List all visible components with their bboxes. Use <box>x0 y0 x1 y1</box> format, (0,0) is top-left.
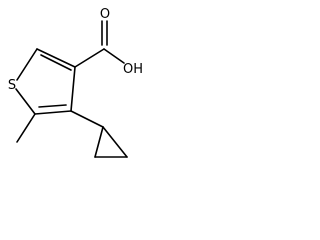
atom-label-sulfur: S <box>8 78 16 93</box>
bond-c5-s <box>15 88 36 115</box>
bond-c4-c5-double <box>38 104 67 108</box>
bond-cyclopropyl-c <box>102 126 128 158</box>
bond-c-oh <box>103 48 125 64</box>
bond-c4-c5 <box>34 110 72 115</box>
bond-c3-c4 <box>70 66 76 112</box>
bond-c2-c3-double <box>40 54 72 71</box>
bond-c4-cyclopropyl <box>70 110 104 128</box>
bond-cyclopropyl-a <box>94 126 104 158</box>
bond-c3-carboxyl <box>74 48 105 68</box>
structure-diagram: S O OH <box>8 7 143 158</box>
bond-c5-methyl <box>16 113 36 143</box>
bond-c2-c3 <box>36 48 76 68</box>
atom-label-carbonyl-oxygen: O <box>100 7 110 22</box>
atom-label-hydroxyl: OH <box>123 62 143 77</box>
bond-s-c2 <box>16 48 38 81</box>
